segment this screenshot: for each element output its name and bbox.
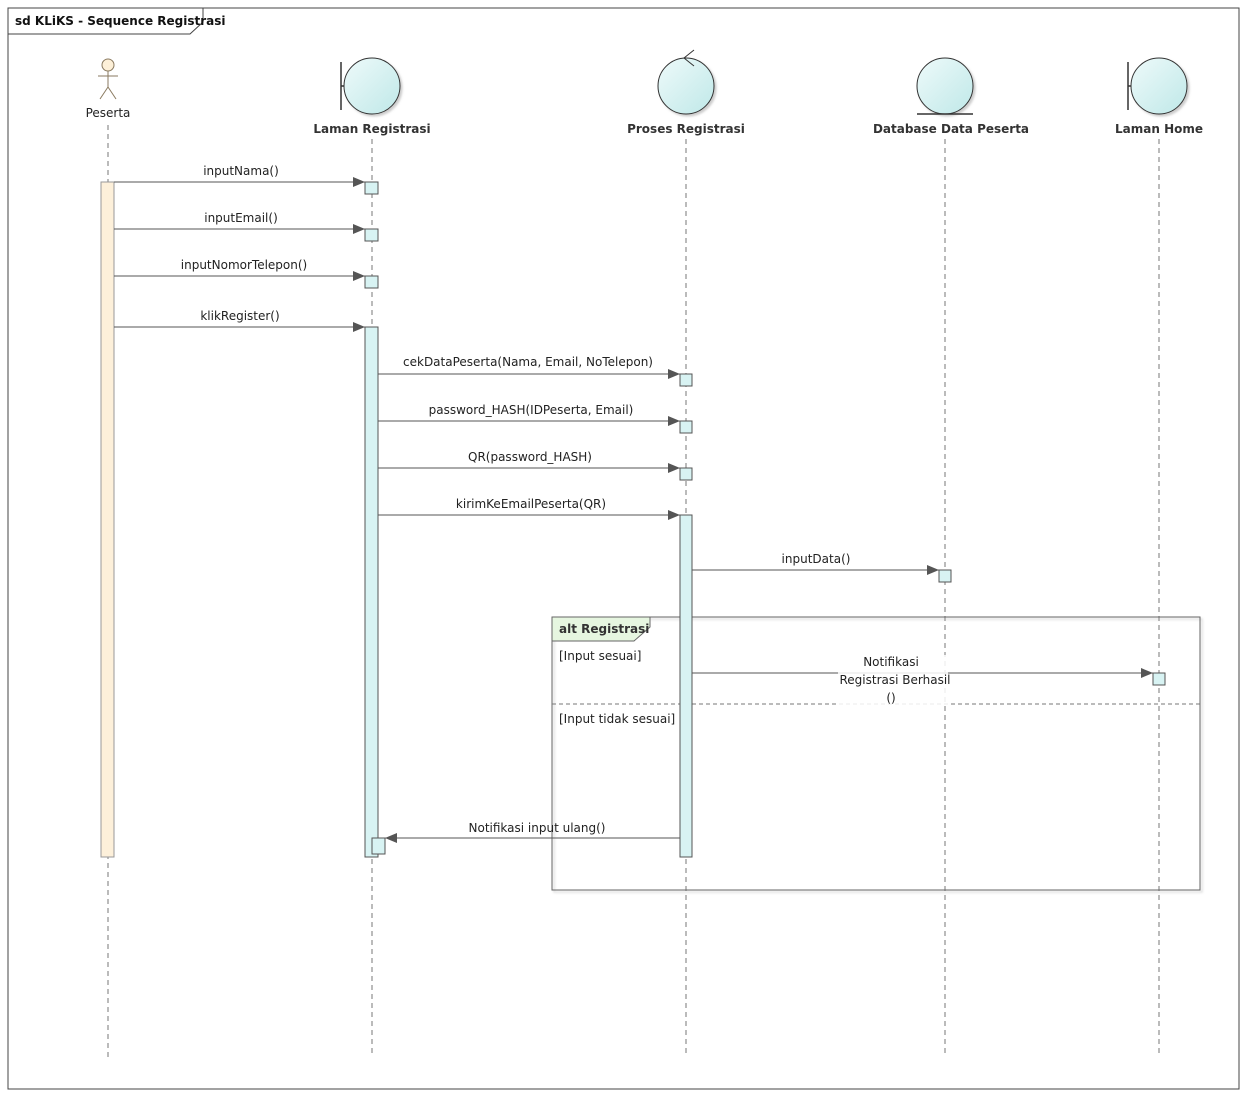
activation-laman-home xyxy=(1152,672,1166,686)
fragment-title: alt Registrasi xyxy=(559,622,649,636)
guard-input-sesuai: [Input sesuai] xyxy=(559,649,641,663)
guard-input-tidak-sesuai: [Input tidak sesuai] xyxy=(559,712,675,726)
diagram-frame: sd KLiKS - Sequence Registrasi xyxy=(7,7,1240,1090)
participant-laman-home: Laman Home xyxy=(1115,57,1203,1057)
message-label: inputEmail() xyxy=(204,211,278,225)
entity-icon xyxy=(916,57,974,115)
activations xyxy=(100,181,1166,858)
message-label: inputData() xyxy=(782,552,851,566)
message-label: klikRegister() xyxy=(200,309,279,323)
activation-laman-registrasi xyxy=(364,181,379,195)
activation-proses-registrasi xyxy=(679,514,693,858)
message-label: inputNama() xyxy=(203,164,279,178)
boundary-icon xyxy=(1127,57,1188,115)
message-input-email: inputEmail() xyxy=(114,211,365,234)
activation-proses-registrasi xyxy=(679,373,693,387)
message-label: kirimKeEmailPeserta(QR) xyxy=(456,497,606,511)
activation-laman-registrasi xyxy=(364,275,379,289)
message-klik-register: klikRegister() xyxy=(114,309,365,332)
control-icon xyxy=(657,49,715,115)
messages: inputNama() inputEmail() inputNomorTelep… xyxy=(114,164,1153,843)
message-label-line: Notifikasi xyxy=(863,655,919,669)
activation-peserta xyxy=(100,181,115,858)
activation-laman-registrasi-nested xyxy=(371,837,386,855)
message-input-data: inputData() xyxy=(692,552,939,575)
message-label: inputNomorTelepon() xyxy=(181,258,307,272)
message-label: QR(password_HASH) xyxy=(468,450,592,464)
frame-title: sd KLiKS - Sequence Registrasi xyxy=(15,14,226,28)
message-password-hash: password_HASH(IDPeserta, Email) xyxy=(378,403,680,426)
activation-proses-registrasi xyxy=(679,467,693,481)
participant-database-data-peserta: Database Data Peserta xyxy=(873,57,1029,1057)
participant-name: Database Data Peserta xyxy=(873,122,1029,136)
message-label: password_HASH(IDPeserta, Email) xyxy=(429,403,634,417)
activation-laman-registrasi xyxy=(364,326,379,858)
message-input-nomor-telepon: inputNomorTelepon() xyxy=(114,258,365,281)
boundary-icon xyxy=(340,57,401,115)
message-notifikasi-input-ulang: Notifikasi input ulang() xyxy=(385,821,680,843)
message-notifikasi-registrasi-berhasil: Notifikasi Registrasi Berhasil () xyxy=(692,655,1153,705)
participant-name: Laman Home xyxy=(1115,122,1203,136)
message-cek-data-peserta: cekDataPeserta(Nama, Email, NoTelepon) xyxy=(378,355,680,379)
activation-laman-registrasi xyxy=(364,228,379,242)
message-label: cekDataPeserta(Nama, Email, NoTelepon) xyxy=(403,355,653,369)
message-label-line: () xyxy=(886,691,895,705)
actor-icon xyxy=(98,58,118,100)
message-qr: QR(password_HASH) xyxy=(378,450,680,473)
participant-name: Peserta xyxy=(86,106,131,120)
participant-name: Proses Registrasi xyxy=(627,122,745,136)
message-label: Notifikasi input ulang() xyxy=(469,821,606,835)
message-label-line: Registrasi Berhasil xyxy=(840,673,951,687)
message-kirim-ke-email-peserta: kirimKeEmailPeserta(QR) xyxy=(378,497,680,520)
message-input-nama: inputNama() xyxy=(114,164,365,187)
participant-name: Laman Registrasi xyxy=(313,122,430,136)
activation-proses-registrasi xyxy=(679,420,693,434)
activation-database xyxy=(938,569,952,583)
